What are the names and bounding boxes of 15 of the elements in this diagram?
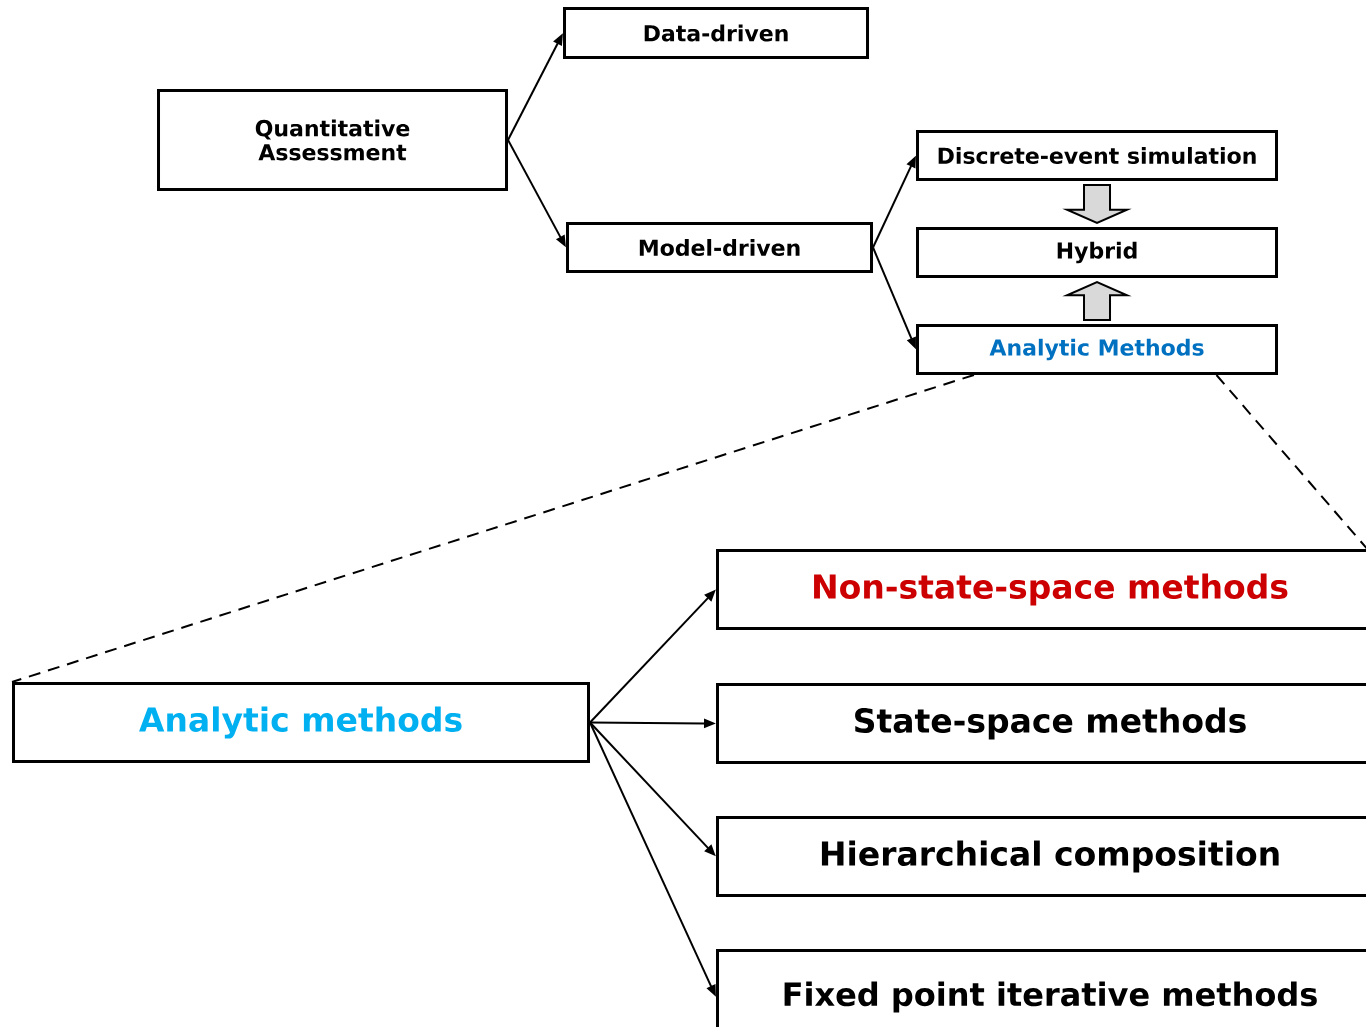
process-box: Hybrid (916, 227, 1278, 278)
block-arrow (1062, 184, 1132, 225)
process-box: Discrete-event simulation (916, 130, 1278, 181)
process-box: Analytic Methods (916, 324, 1278, 375)
process-box: Analytic methods (12, 682, 590, 763)
process-box: Data-driven (563, 7, 869, 59)
process-box: Quantitative Assessment (157, 89, 508, 191)
process-box: Model-driven (566, 222, 873, 273)
block-arrow (1062, 280, 1132, 321)
process-box: Non-state-space methods (716, 549, 1366, 630)
process-box: State-space methods (716, 683, 1366, 764)
zoom-line (11, 374, 975, 683)
process-box: Hierarchical composition (716, 816, 1366, 897)
process-box: Fixed point iterative methods (716, 949, 1366, 1027)
zoom-line (1215, 374, 1366, 550)
